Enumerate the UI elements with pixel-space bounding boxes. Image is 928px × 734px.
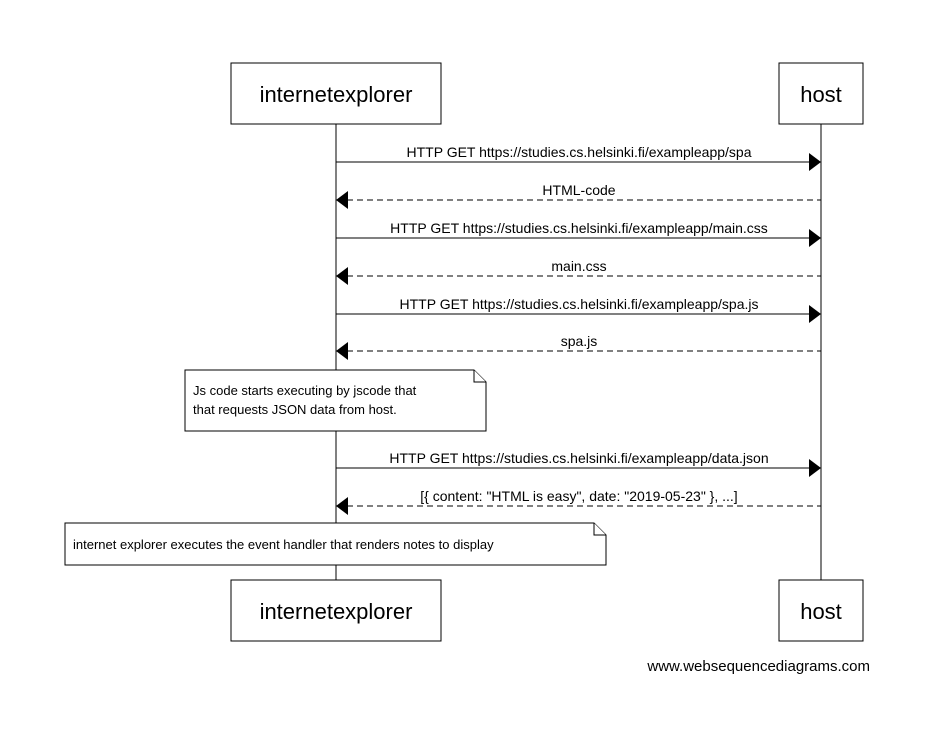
message-get-spa-js: HTTP GET https://studies.cs.helsinki.fi/… [336,296,821,323]
message-label: main.css [551,258,606,274]
message-get-spa: HTTP GET https://studies.cs.helsinki.fi/… [336,144,821,171]
note-js-executing: Js code starts executing by jscode that … [184,369,487,432]
message-label: spa.js [561,333,598,349]
note-line: internet explorer executes the event han… [73,537,494,552]
participant-label: internetexplorer [260,599,413,624]
message-json-data: [{ content: "HTML is easy", date: "2019-… [336,488,821,515]
participant-internetexplorer-top: internetexplorer [230,62,442,125]
message-get-main-css: HTTP GET https://studies.cs.helsinki.fi/… [336,220,821,247]
note-render-notes: internet explorer executes the event han… [64,522,607,566]
note-line: that requests JSON data from host. [193,402,397,417]
message-label: HTTP GET https://studies.cs.helsinki.fi/… [400,296,759,312]
message-label: HTTP GET https://studies.cs.helsinki.fi/… [389,450,768,466]
participant-label: host [800,82,842,107]
watermark-link[interactable]: www.websequencediagrams.com [646,658,870,675]
message-spa-js: spa.js [336,333,821,360]
message-html-code: HTML-code [336,182,821,209]
participant-host-top: host [778,62,864,125]
participant-label: host [800,599,842,624]
participant-label: internetexplorer [260,82,413,107]
message-main-css: main.css [336,258,821,285]
message-label: [{ content: "HTML is easy", date: "2019-… [420,488,737,504]
participant-host-bottom: host [778,579,864,642]
message-label: HTTP GET https://studies.cs.helsinki.fi/… [407,144,752,160]
message-label: HTTP GET https://studies.cs.helsinki.fi/… [390,220,768,236]
participant-internetexplorer-bottom: internetexplorer [230,579,442,642]
message-label: HTML-code [542,182,615,198]
message-get-data-json: HTTP GET https://studies.cs.helsinki.fi/… [336,450,821,477]
note-line: Js code starts executing by jscode that [193,383,417,398]
